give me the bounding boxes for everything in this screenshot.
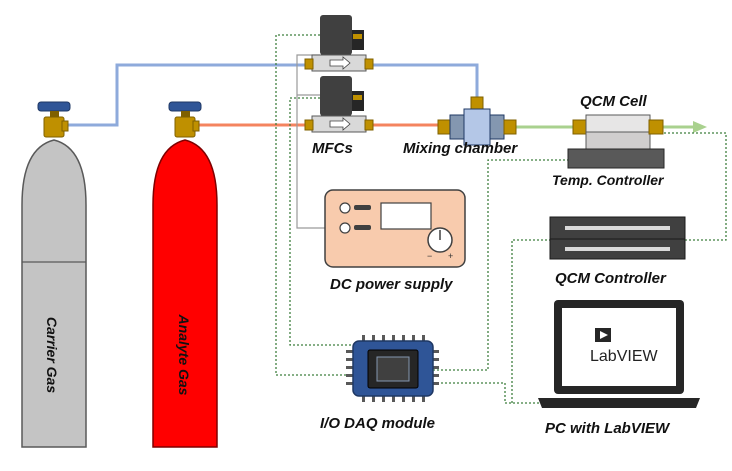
qcm-cell [572, 114, 664, 150]
mfc-fitting-left [304, 119, 314, 131]
daq-wire-pc [433, 382, 540, 404]
qcm-cell-fitting-left [572, 119, 588, 135]
outlet-arrow-icon [693, 121, 707, 133]
analyte-gas-cylinder: Analyte Gas [152, 101, 218, 448]
signal-wires [275, 34, 727, 404]
minus-sign: − [427, 251, 432, 261]
power-supply-display [380, 202, 432, 230]
pc-with-labview-label: PC with LabVIEW [545, 420, 671, 437]
terminal-bar [354, 205, 371, 210]
cylinder-body [152, 139, 218, 448]
daq-wire-mfc-bottom [289, 97, 352, 346]
cylinder-valve-stem [50, 111, 59, 117]
daq-wire-mfc-top [275, 34, 352, 376]
pc-wire-qcm-controller [511, 239, 550, 403]
mixing-inlet-top [470, 96, 484, 110]
mixing-fitting-right [503, 119, 517, 135]
mfc-fitting-left [304, 58, 314, 70]
flow-arrow-icon [329, 117, 351, 131]
qcm-controller-label: QCM Controller [555, 270, 667, 287]
qcm-cell-base [585, 131, 651, 150]
mfc-fitting-right [364, 119, 374, 131]
mixing-chamber-label: Mixing chamber [403, 140, 518, 157]
analyte-gas-label: Analyte Gas [176, 314, 192, 396]
mfc-connector [352, 91, 364, 111]
mfc-fitting-right [364, 58, 374, 70]
mixing-fitting-left [437, 119, 451, 135]
io-daq-module [346, 335, 439, 402]
qcm-controller-slot [565, 226, 670, 230]
mixing-center-block [463, 108, 491, 146]
terminal-icon [339, 222, 351, 234]
laptop-screen [562, 308, 676, 386]
pc-laptop: LabVIEW [538, 300, 700, 408]
labview-logo-text: LabVIEW [590, 348, 658, 365]
qcm-controller-wire-cell [662, 132, 727, 241]
dc-power-supply: − + [324, 189, 466, 268]
mfc-connector [352, 30, 364, 50]
temp-controller-plate [567, 148, 665, 169]
plus-sign: + [448, 251, 453, 261]
cylinder-knob [37, 101, 71, 112]
cylinder-valve [174, 116, 196, 138]
mfc-body [320, 15, 352, 55]
io-daq-module-label: I/O DAQ module [320, 415, 435, 432]
qcm-cell-lid [585, 114, 651, 133]
carrier-gas-cylinder: Carrier Gas [21, 101, 87, 448]
qcm-controller-slot [565, 247, 670, 251]
mfcs-label: MFCs [312, 140, 353, 157]
cylinder-valve-stem [181, 111, 190, 117]
labview-play-icon [600, 331, 608, 339]
temp-controller-label: Temp. Controller [552, 172, 665, 188]
flow-arrow-icon [329, 56, 351, 70]
qcm-cell-fitting-right [648, 119, 664, 135]
daq-pins [346, 335, 439, 402]
daq-chip-window [376, 356, 410, 382]
mfc-connector-pin [353, 34, 362, 39]
dc-power-supply-label: DC power supply [330, 276, 453, 293]
carrier-gas-line [60, 63, 479, 127]
terminal-bar [354, 225, 371, 230]
mfc-bottom [304, 76, 374, 133]
cylinder-knob [168, 101, 202, 112]
qcm-controller [549, 216, 686, 260]
cylinder-outlet [61, 120, 69, 132]
cylinder-valve [43, 116, 65, 138]
carrier-gas-label: Carrier Gas [44, 317, 60, 393]
mfc-body [320, 76, 352, 116]
mfc-connector-pin [353, 95, 362, 100]
power-wire-mfc [296, 54, 325, 229]
daq-wire-temp-controller [433, 159, 568, 371]
qcm-cell-label: QCM Cell [580, 93, 648, 110]
cylinder-outlet [192, 120, 200, 132]
laptop-base [538, 398, 700, 408]
terminal-icon [339, 202, 351, 214]
mixing-chamber [437, 96, 517, 146]
mfc-top [304, 15, 374, 72]
cylinder-body [21, 139, 87, 448]
